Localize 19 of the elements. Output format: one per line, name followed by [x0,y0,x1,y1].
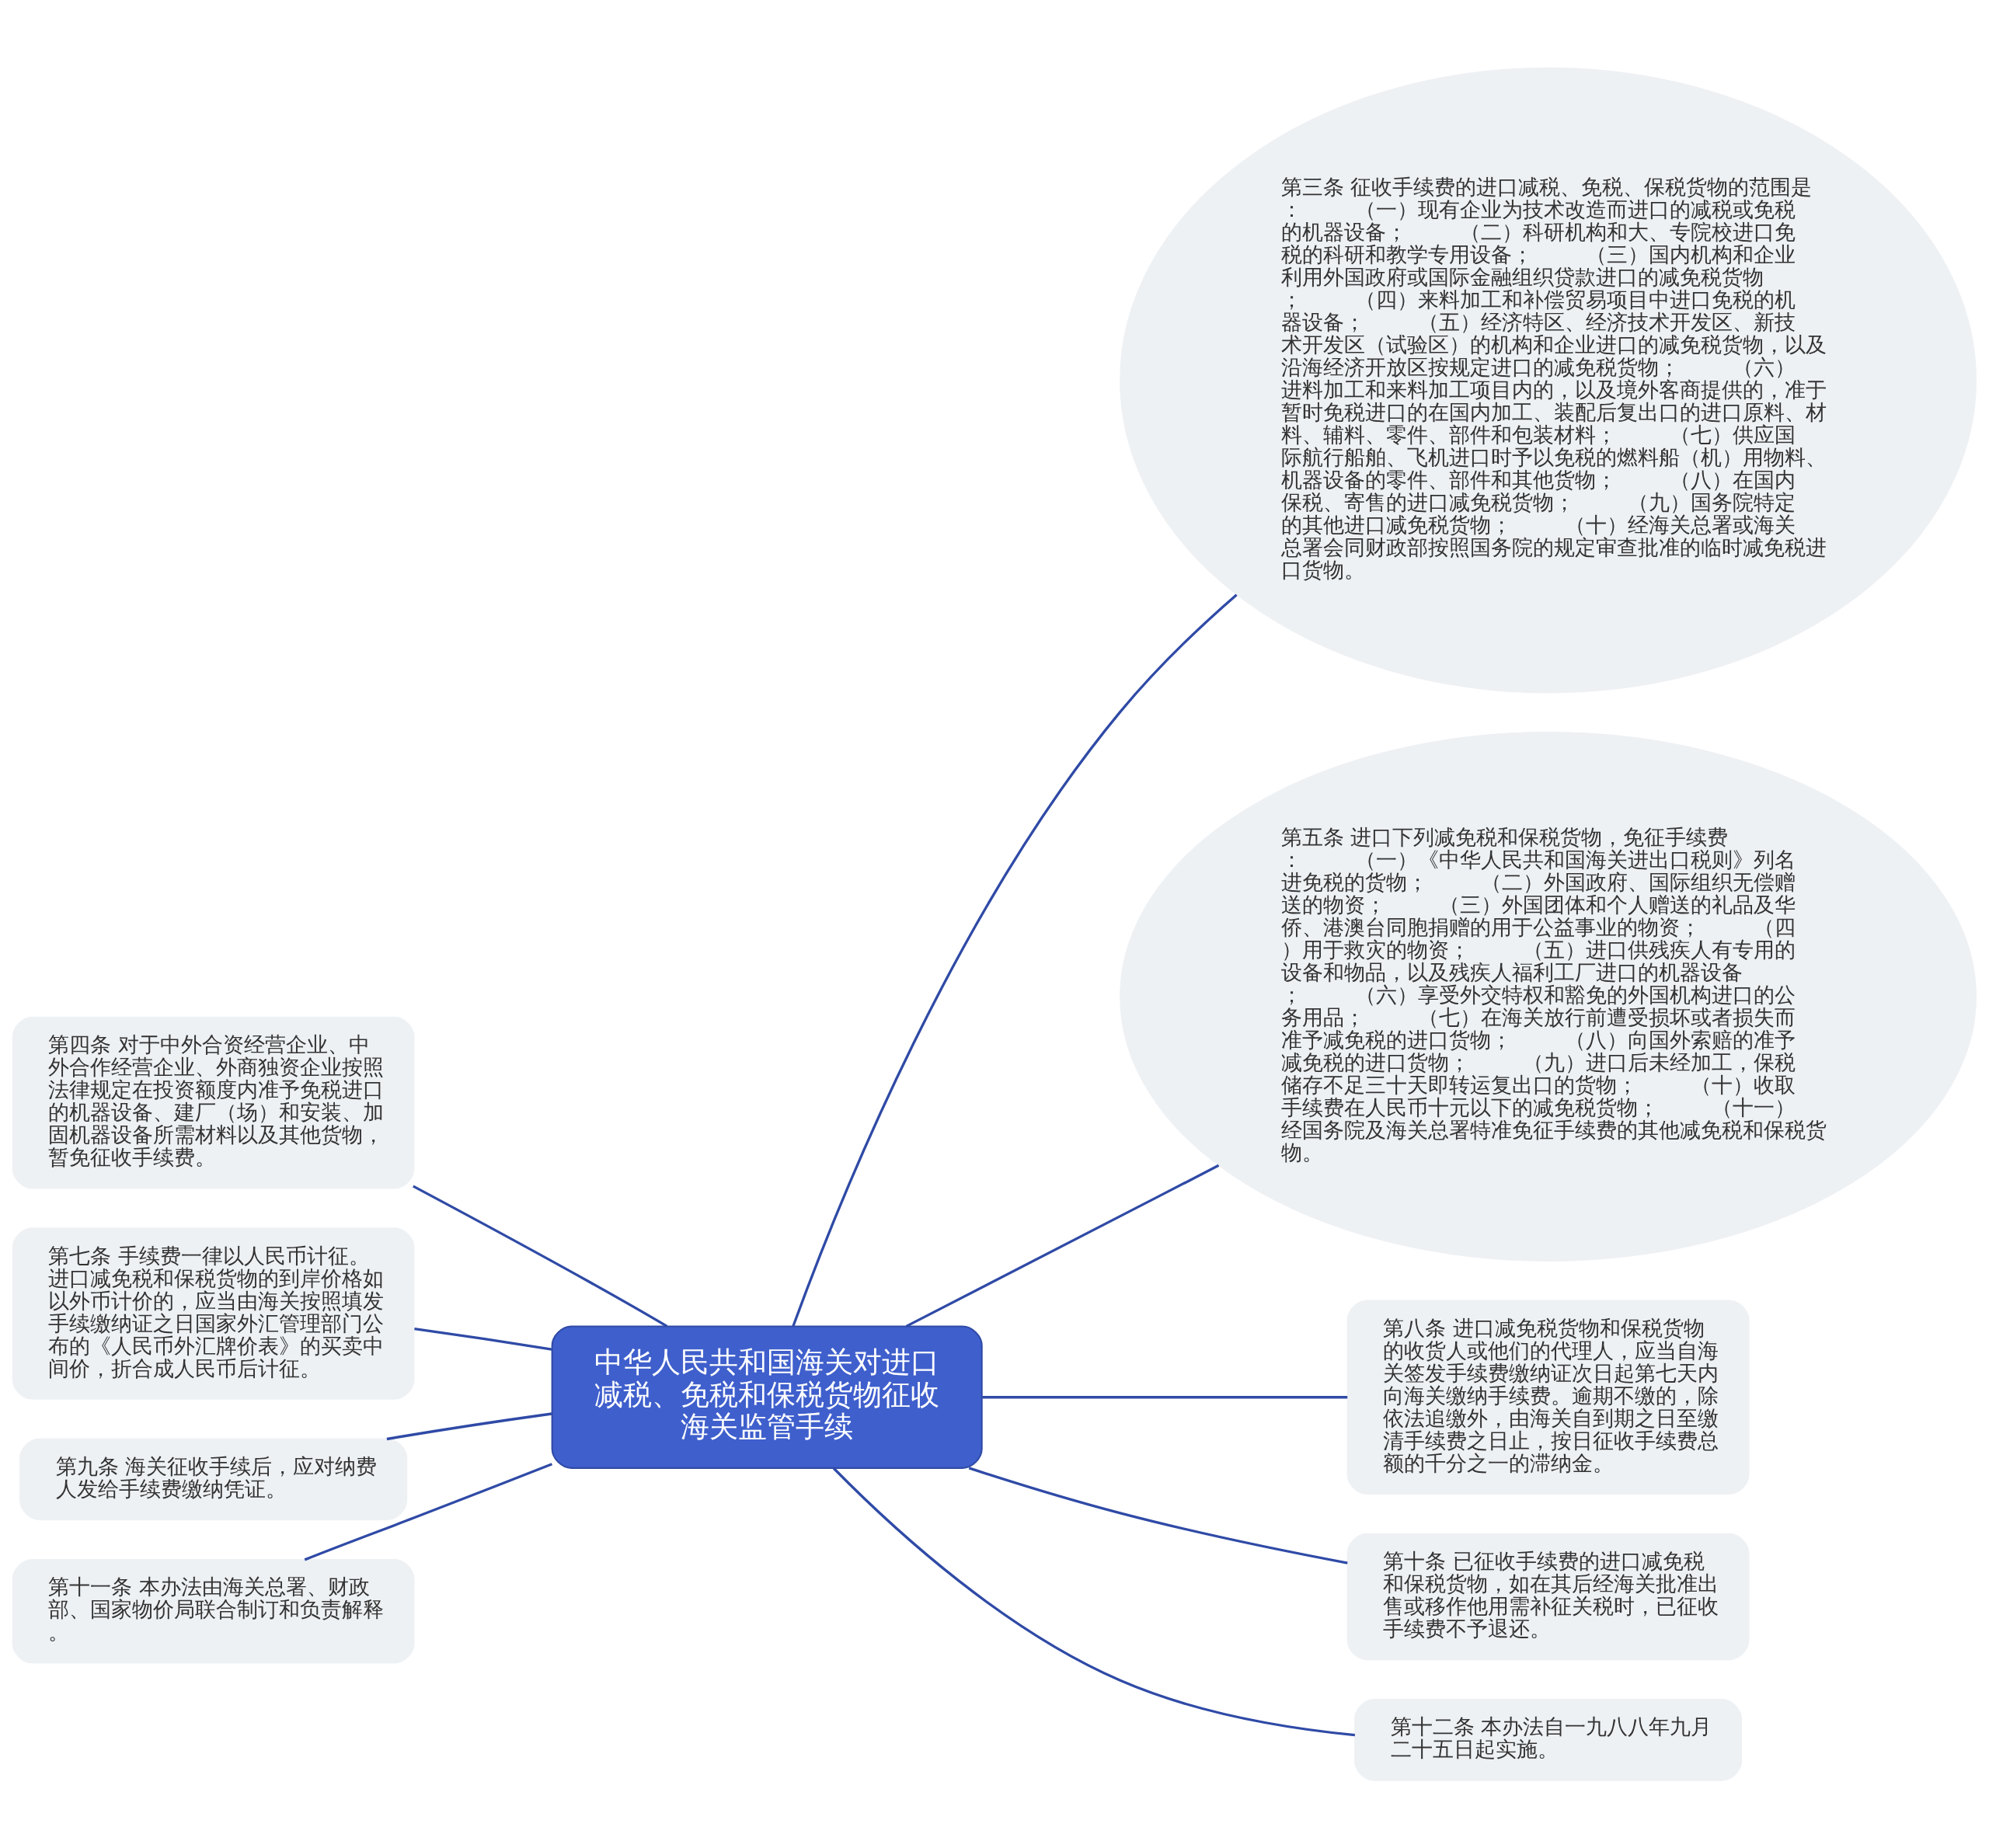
node-box: 中华人民共和国海关对进口减税、免税和保税货物征收海关监管手续 [551,1325,983,1469]
connector [905,1164,1220,1328]
connector [414,1327,552,1351]
node-box: 第四条 对于中外合资经营企业、中外合作经营企业、外商独资企业按照法律规定在投资额度内准予免税进口的机器设备、建厂（场）和安装、加固机器设备所需材料以及其他货物，暂免征收手续费。 [12,1016,415,1188]
connector [968,1466,1348,1564]
connector [386,1411,552,1440]
connector [832,1467,1356,1736]
node-box: 第八条 进口减免税货物和保税货物的收货人或他们的代理人，应当自海关签发手续费缴纳证次日起第七天内向海关缴纳手续费。逾期不缴的，除依法追缴外，由海关自到期之日至缴清手续费之日止，按日征收手续费总额的千分之一的滞纳金。 [1346,1299,1750,1495]
connector [412,1185,668,1328]
node-box: 第九条 海关征收手续后，应对纳费人发给手续费缴纳凭证。 [19,1438,408,1520]
node-ellipse: 第三条 征收手续费的进口减税、免税、保税货物的范围是： （一）现有企业为技术改造而进口的减税或免税的机器设备； （二）科研机构和大、专院校进口免税的科研和教学专用设备； （三）国内机构和企业利用外国政府或国际金融组织贷款进口的减免税货物； （四）来料加工和补偿贸易项目中进口免税的机器设备； （五）经济特区、经济技术开发区、新技术开发区（试验区）的机构和企业进口的减免税货物，以及沿海经济开放区按规定进口的减免税货物； （六）进料加工和来料加工项目内的，以及境外客商提供的，准于暂时免税进口的在国内加工、装配后复出口的进口原料、材料、辅料、零件、部件和包装材料； （七）供应国际航行船舶、飞机进口时予以免税的燃料船（机）用物料、机器设备的零件、部件和其他货物； （八）在国内保税、寄售的进口减免税货物； （九）国务院特定的其他进口减免税货物； （十）经海关总署或海关总署会同财政部按照国务院的规定审查批准的临时减免税进口货物。 [1120,67,1977,693]
node-box: 第十条 已征收手续费的进口减免税和保税货物，如在其后经海关批准出售或移作他用需补征关税时，已征收手续费不予退还。 [1346,1533,1750,1660]
node-box: 第十一条 本办法由海关总署、财政部、国家物价局联合制订和负责解释。 [12,1558,415,1664]
node-box: 第十二条 本办法自一九八八年九月二十五日起实施。 [1353,1698,1743,1781]
connector [982,1395,1348,1398]
connector [792,593,1238,1327]
connector [304,1462,553,1561]
node-box: 第七条 手续费一律以人民币计征。进口减免税和保税货物的到岸价格如以外币计价的，应当由海关按照填发手续缴纳证之日国家外汇管理部门公布的《人民币外汇牌价表》的买卖中间价，折合成人民币后计征。 [12,1227,415,1400]
node-ellipse: 第五条 进口下列减免税和保税货物，免征手续费： （一）《中华人民共和国海关进出口税则》列名进免税的货物； （二）外国政府、国际组织无偿赠送的物资； （三）外国团体和个人赠送的礼品及华侨、港澳台同胞捐赠的用于公益事业的物资； （四）用于救灾的物资； （五）进口供残疾人有专用的设备和物品，以及残疾人福利工厂进口的机器设备； （六）享受外交特权和豁免的外国机构进口的公务用品； （七）在海关放行前遭受损坏或者损失而准予减免税的进口货物； （八）向国外索赔的准予减免税的进口货物； （九）进口后未经加工，保税储存不足三十天即转运复出口的货物； （十）收取手续费在人民币十元以下的减免税货物； （十一）经国务院及海关总署特准免征手续费的其他减免税和保税货物。 [1120,731,1977,1262]
